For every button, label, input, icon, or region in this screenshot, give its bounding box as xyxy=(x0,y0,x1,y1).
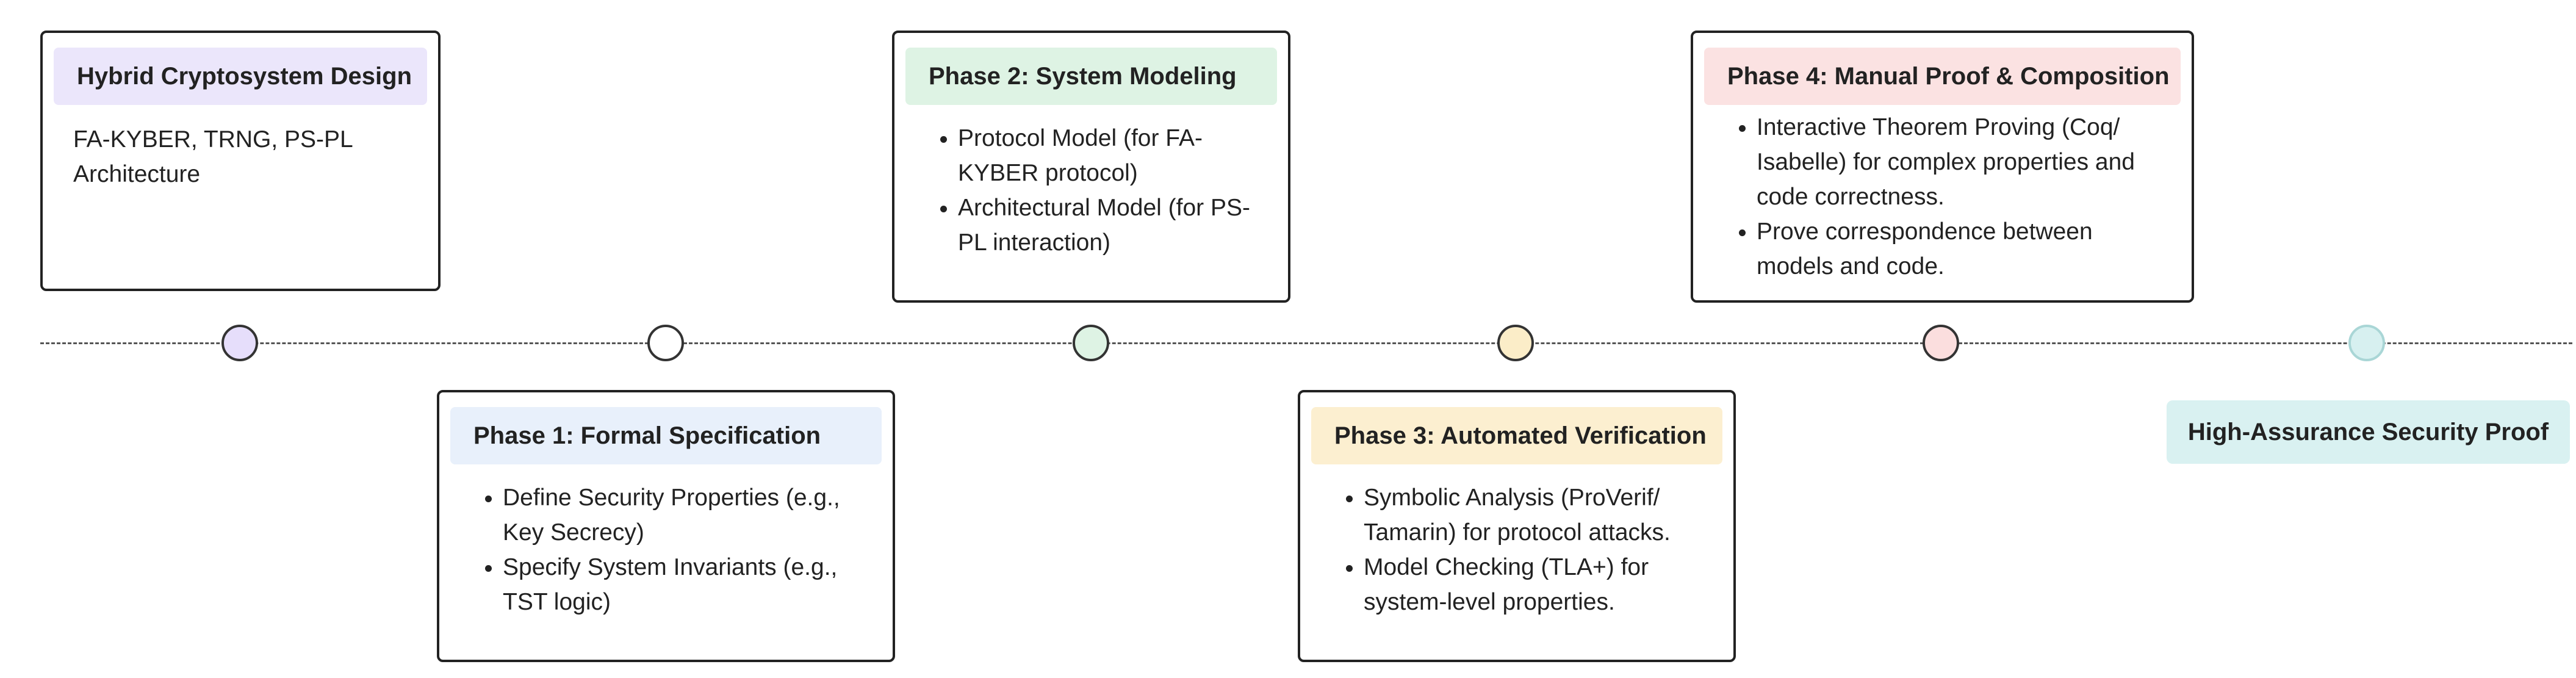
stage-text-design: FA-KYBER, TRNG, PS-PL Architecture xyxy=(73,126,353,187)
bullet-item: Model Checking (TLA+) for system-level p… xyxy=(1364,550,1710,619)
bullet-item: Protocol Model (for FA-KYBER protocol) xyxy=(958,121,1265,190)
stage-card-design: Hybrid Cryptosystem Design FA-KYBER, TRN… xyxy=(40,31,441,291)
stage-bullets-phase-3: Symbolic Analysis (ProVerif/ Tamarin) fo… xyxy=(1311,480,1722,619)
timeline-node-design xyxy=(221,325,258,361)
stage-bullets-phase-1: Define Security Properties (e.g., Key Se… xyxy=(450,480,882,619)
stage-card-phase-1: Phase 1: Formal Specification Define Sec… xyxy=(437,390,895,662)
stage-title-phase-4: Phase 4: Manual Proof & Composition xyxy=(1704,48,2181,105)
stage-title-design: Hybrid Cryptosystem Design xyxy=(54,48,427,105)
bullet-item: Interactive Theorem Proving (Coq/ Isabel… xyxy=(1757,110,2168,214)
timeline-node-phase-1 xyxy=(647,325,684,361)
bullet-item: Define Security Properties (e.g., Key Se… xyxy=(503,480,869,550)
stage-title-phase-1: Phase 1: Formal Specification xyxy=(450,407,882,464)
stage-card-phase-2: Phase 2: System Modeling Protocol Model … xyxy=(892,31,1290,303)
stage-bullets-phase-4: Interactive Theorem Proving (Coq/ Isabel… xyxy=(1704,110,2181,284)
stage-card-phase-4: Phase 4: Manual Proof & Composition Inte… xyxy=(1691,31,2194,303)
timeline-node-phase-3 xyxy=(1497,325,1534,361)
stage-title-phase-2: Phase 2: System Modeling xyxy=(905,48,1277,105)
timeline-line xyxy=(40,342,2572,344)
stage-card-phase-3: Phase 3: Automated Verification Symbolic… xyxy=(1298,390,1736,662)
timeline-node-final xyxy=(2348,325,2385,361)
stage-final-outcome: High-Assurance Security Proof xyxy=(2167,400,2570,464)
stage-title-phase-3: Phase 3: Automated Verification xyxy=(1311,407,1722,464)
bullet-item: Specify System Invariants (e.g., TST log… xyxy=(503,550,869,619)
bullet-item: Architectural Model (for PS-PL interacti… xyxy=(958,190,1265,260)
timeline-node-phase-2 xyxy=(1073,325,1109,361)
stage-bullets-phase-2: Protocol Model (for FA-KYBER protocol) A… xyxy=(905,121,1277,260)
bullet-item: Prove correspondence between models and … xyxy=(1757,214,2168,284)
timeline-node-phase-4 xyxy=(1923,325,1959,361)
bullet-item: Symbolic Analysis (ProVerif/ Tamarin) fo… xyxy=(1364,480,1710,550)
